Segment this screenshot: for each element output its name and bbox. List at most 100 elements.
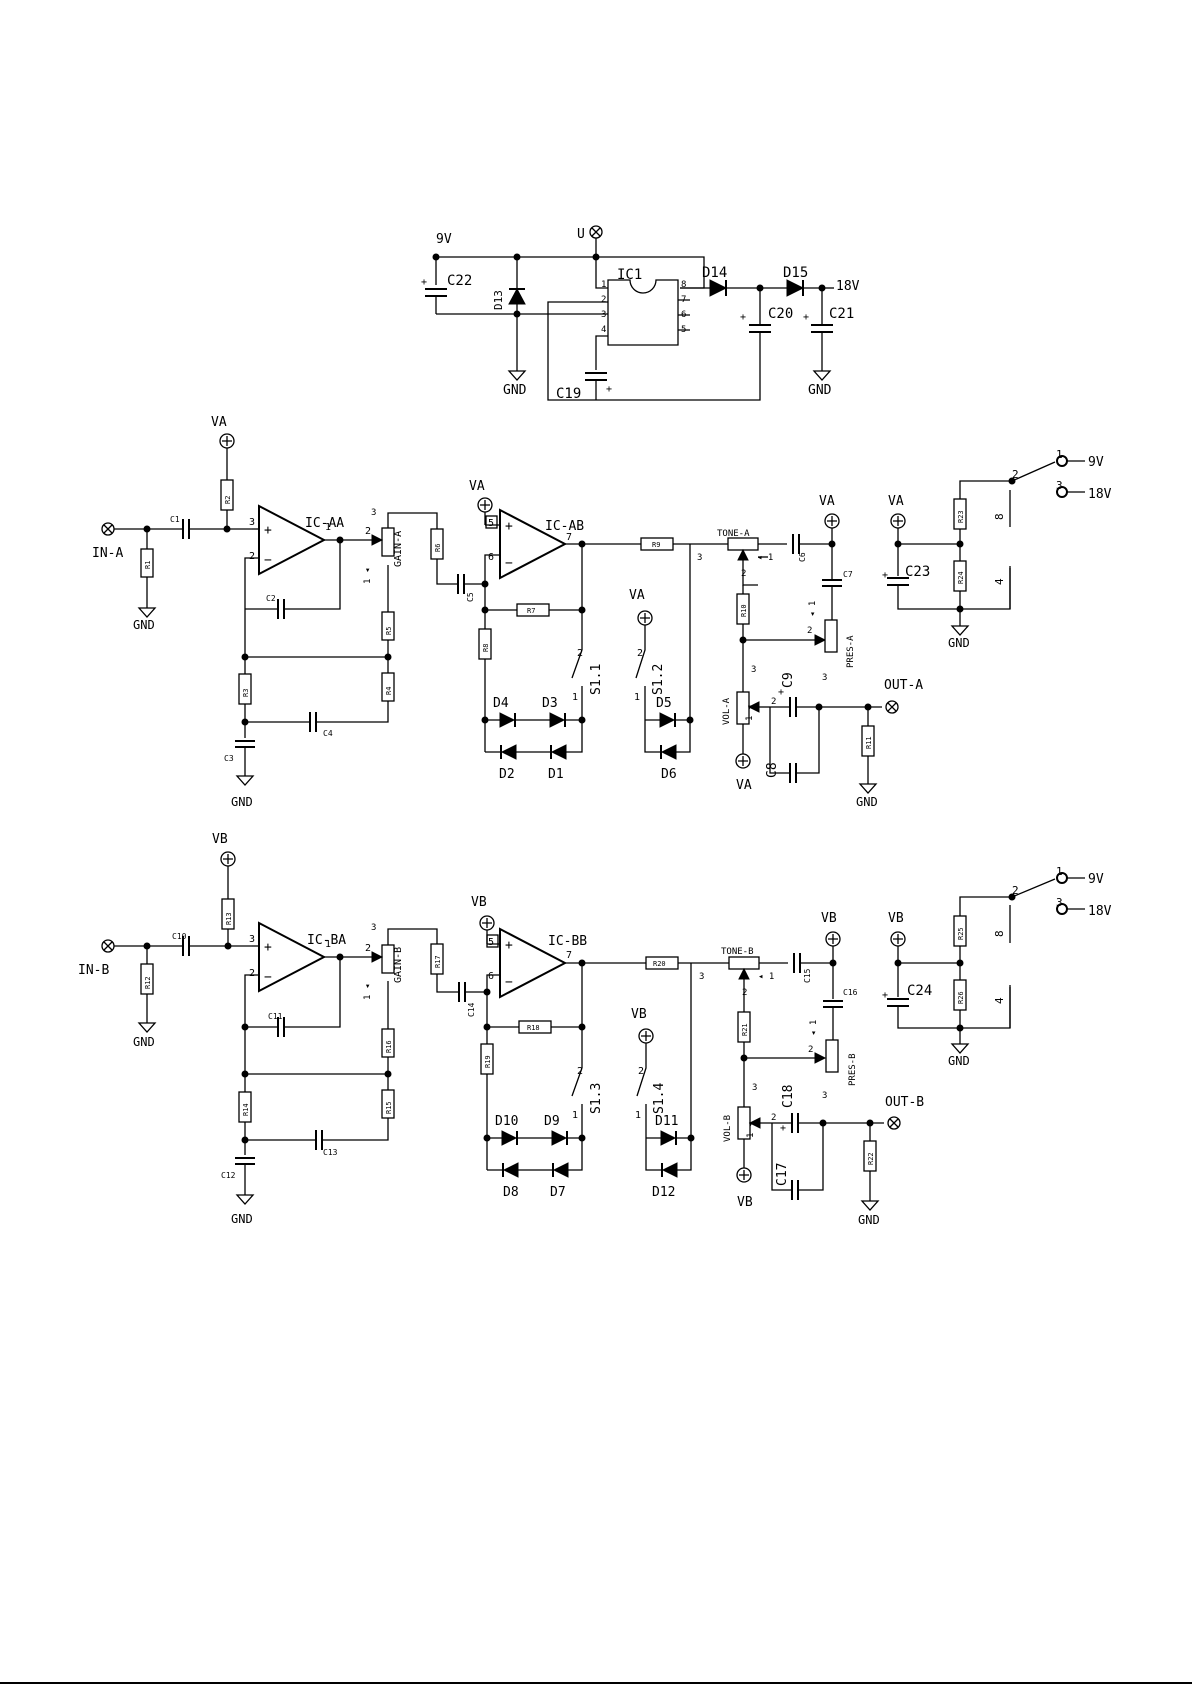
switch-s1-3[interactable]: 2 1 S1.3 <box>571 1066 604 1138</box>
svg-text:2: 2 <box>637 648 643 659</box>
bias-network-a: VA + C23 R23 R24 GND 2 1 <box>882 448 1112 650</box>
resistor-r19: R19 <box>480 1027 494 1170</box>
svg-text:C3: C3 <box>224 754 234 763</box>
svg-text:VOL-A: VOL-A <box>722 697 732 725</box>
svg-text:1: 1 <box>1056 448 1063 461</box>
svg-text:PRES-A: PRES-A <box>846 635 856 668</box>
capacitor-c8: C8 <box>765 707 820 783</box>
supply-18v-label: 18V <box>836 279 860 294</box>
svg-text:GND: GND <box>948 636 970 650</box>
resistor-r12: R12 GND <box>133 946 157 1049</box>
svg-text:C4: C4 <box>323 729 333 738</box>
svg-text:TONE-B: TONE-B <box>721 947 754 957</box>
opamp-ic-aa: + − IC-AA 3 2 1 <box>249 504 344 576</box>
resistor-r20: R20 3 <box>645 956 729 982</box>
potentiometer-tone-b[interactable]: TONE-B ◂ 1 2 <box>721 947 788 1012</box>
svg-text:◂ 1: ◂ 1 <box>757 553 773 563</box>
svg-text:1: 1 <box>601 280 606 290</box>
svg-text:IC-BA: IC-BA <box>307 933 346 948</box>
svg-text:VA: VA <box>819 494 835 509</box>
svg-text:1: 1 <box>325 522 331 533</box>
svg-text:GND: GND <box>231 795 253 809</box>
svg-text:D1: D1 <box>548 767 564 782</box>
svg-text:3: 3 <box>371 508 376 518</box>
potentiometer-gain-b[interactable]: GAIN-B 2 1 ◂ 3 <box>340 923 438 1000</box>
svg-text:S1.1: S1.1 <box>589 664 604 695</box>
svg-text:GND: GND <box>133 618 155 632</box>
svg-text:◂ 1: ◂ 1 <box>809 1020 819 1036</box>
potentiometer-pres-a[interactable]: 2 ◂ 1 PRES-A 3 <box>743 601 856 683</box>
svg-text:2: 2 <box>741 569 746 579</box>
svg-text:IC-AB: IC-AB <box>545 519 584 534</box>
input-jack-b: IN-B <box>78 939 115 978</box>
svg-text:2: 2 <box>577 1066 583 1077</box>
svg-text:C12: C12 <box>221 1171 236 1180</box>
potentiometer-vol-a[interactable]: VOL-A 1 ◂ 2 VA <box>722 691 776 793</box>
svg-text:GND: GND <box>133 1035 155 1049</box>
svg-text:6: 6 <box>488 552 494 563</box>
svg-text:D6: D6 <box>661 767 677 782</box>
svg-text:VB: VB <box>631 1007 647 1022</box>
potentiometer-pres-b[interactable]: 2 ◂ 1 PRES-B 3 <box>744 1020 858 1101</box>
svg-text:OUT-B: OUT-B <box>885 1095 924 1110</box>
svg-text:3: 3 <box>751 665 756 675</box>
switch-s1-4[interactable]: VB 2 1 S1.4 <box>631 1007 667 1138</box>
svg-text:VB: VB <box>888 911 904 926</box>
svg-text:R21: R21 <box>741 1023 749 1036</box>
svg-text:2: 2 <box>365 943 371 954</box>
svg-text:D4: D4 <box>493 696 509 711</box>
potentiometer-gain-a[interactable]: GAIN-A 2 1 ◂ 3 <box>340 508 438 584</box>
in-a-label: IN-A <box>92 546 123 561</box>
supply-9v-label: 9V <box>436 232 452 247</box>
potentiometer-vol-b[interactable]: VOL-B 1 ◂ 2 VB <box>723 1106 776 1210</box>
svg-text:TONE-A: TONE-A <box>717 529 750 539</box>
svg-text:3: 3 <box>1056 896 1063 909</box>
switch-s1-1[interactable]: 2 1 S1.1 <box>571 648 604 720</box>
terminal-u: U <box>577 225 608 289</box>
svg-text:C15: C15 <box>803 968 812 983</box>
svg-text:GND: GND <box>948 1054 970 1068</box>
svg-text:R8: R8 <box>482 644 490 652</box>
resistor-r5: R5 <box>381 565 395 657</box>
svg-text:R5: R5 <box>385 627 393 635</box>
svg-text:1: 1 <box>325 939 331 950</box>
diode-network-b2: D11 D12 <box>645 963 695 1200</box>
svg-text:18V: 18V <box>1088 487 1112 502</box>
svg-text:C17: C17 <box>775 1163 790 1186</box>
svg-text:3: 3 <box>1056 479 1063 492</box>
svg-text:C16: C16 <box>843 988 858 997</box>
svg-text:5: 5 <box>488 937 494 948</box>
svg-text:C5: C5 <box>466 592 475 602</box>
resistor-r6: R6 <box>430 528 458 585</box>
opamp-ic-ba: + − IC-BA 3 2 1 <box>249 921 346 993</box>
svg-text:2: 2 <box>1012 884 1019 897</box>
svg-text:VA: VA <box>211 415 227 430</box>
resistor-r22: R22 GND <box>858 1123 880 1227</box>
svg-text:2: 2 <box>249 968 255 979</box>
rail-vb-tone: VB <box>821 911 841 999</box>
svg-text:+: + <box>778 687 784 698</box>
u-label: U <box>577 227 585 242</box>
resistor-r16: R16 <box>381 981 395 1074</box>
svg-text:◂ 1: ◂ 1 <box>758 972 774 982</box>
svg-text:R17: R17 <box>434 955 442 968</box>
svg-text:3: 3 <box>752 1083 757 1093</box>
svg-text:+: + <box>882 990 888 1001</box>
svg-text:VA: VA <box>888 494 904 509</box>
svg-text:OUT-A: OUT-A <box>884 678 923 693</box>
c19-label: C19 <box>556 386 581 402</box>
svg-text:4: 4 <box>601 325 606 335</box>
svg-text:3: 3 <box>601 310 606 320</box>
potentiometer-tone-a[interactable]: TONE-A ◂ 1 2 <box>717 529 787 586</box>
switch-s1-2[interactable]: VA 2 1 S1.2 <box>629 588 666 720</box>
diode-network-a2: D5 D6 <box>644 544 694 782</box>
svg-text:2: 2 <box>808 1045 813 1055</box>
svg-text:C13: C13 <box>323 1148 338 1157</box>
svg-text:+: + <box>505 519 513 534</box>
svg-text:R3: R3 <box>242 689 250 697</box>
svg-text:VA: VA <box>736 778 752 793</box>
svg-text:VB: VB <box>471 895 487 910</box>
svg-text:8: 8 <box>993 930 1006 937</box>
svg-text:S1.4: S1.4 <box>652 1083 667 1114</box>
svg-text:+: + <box>505 938 513 953</box>
